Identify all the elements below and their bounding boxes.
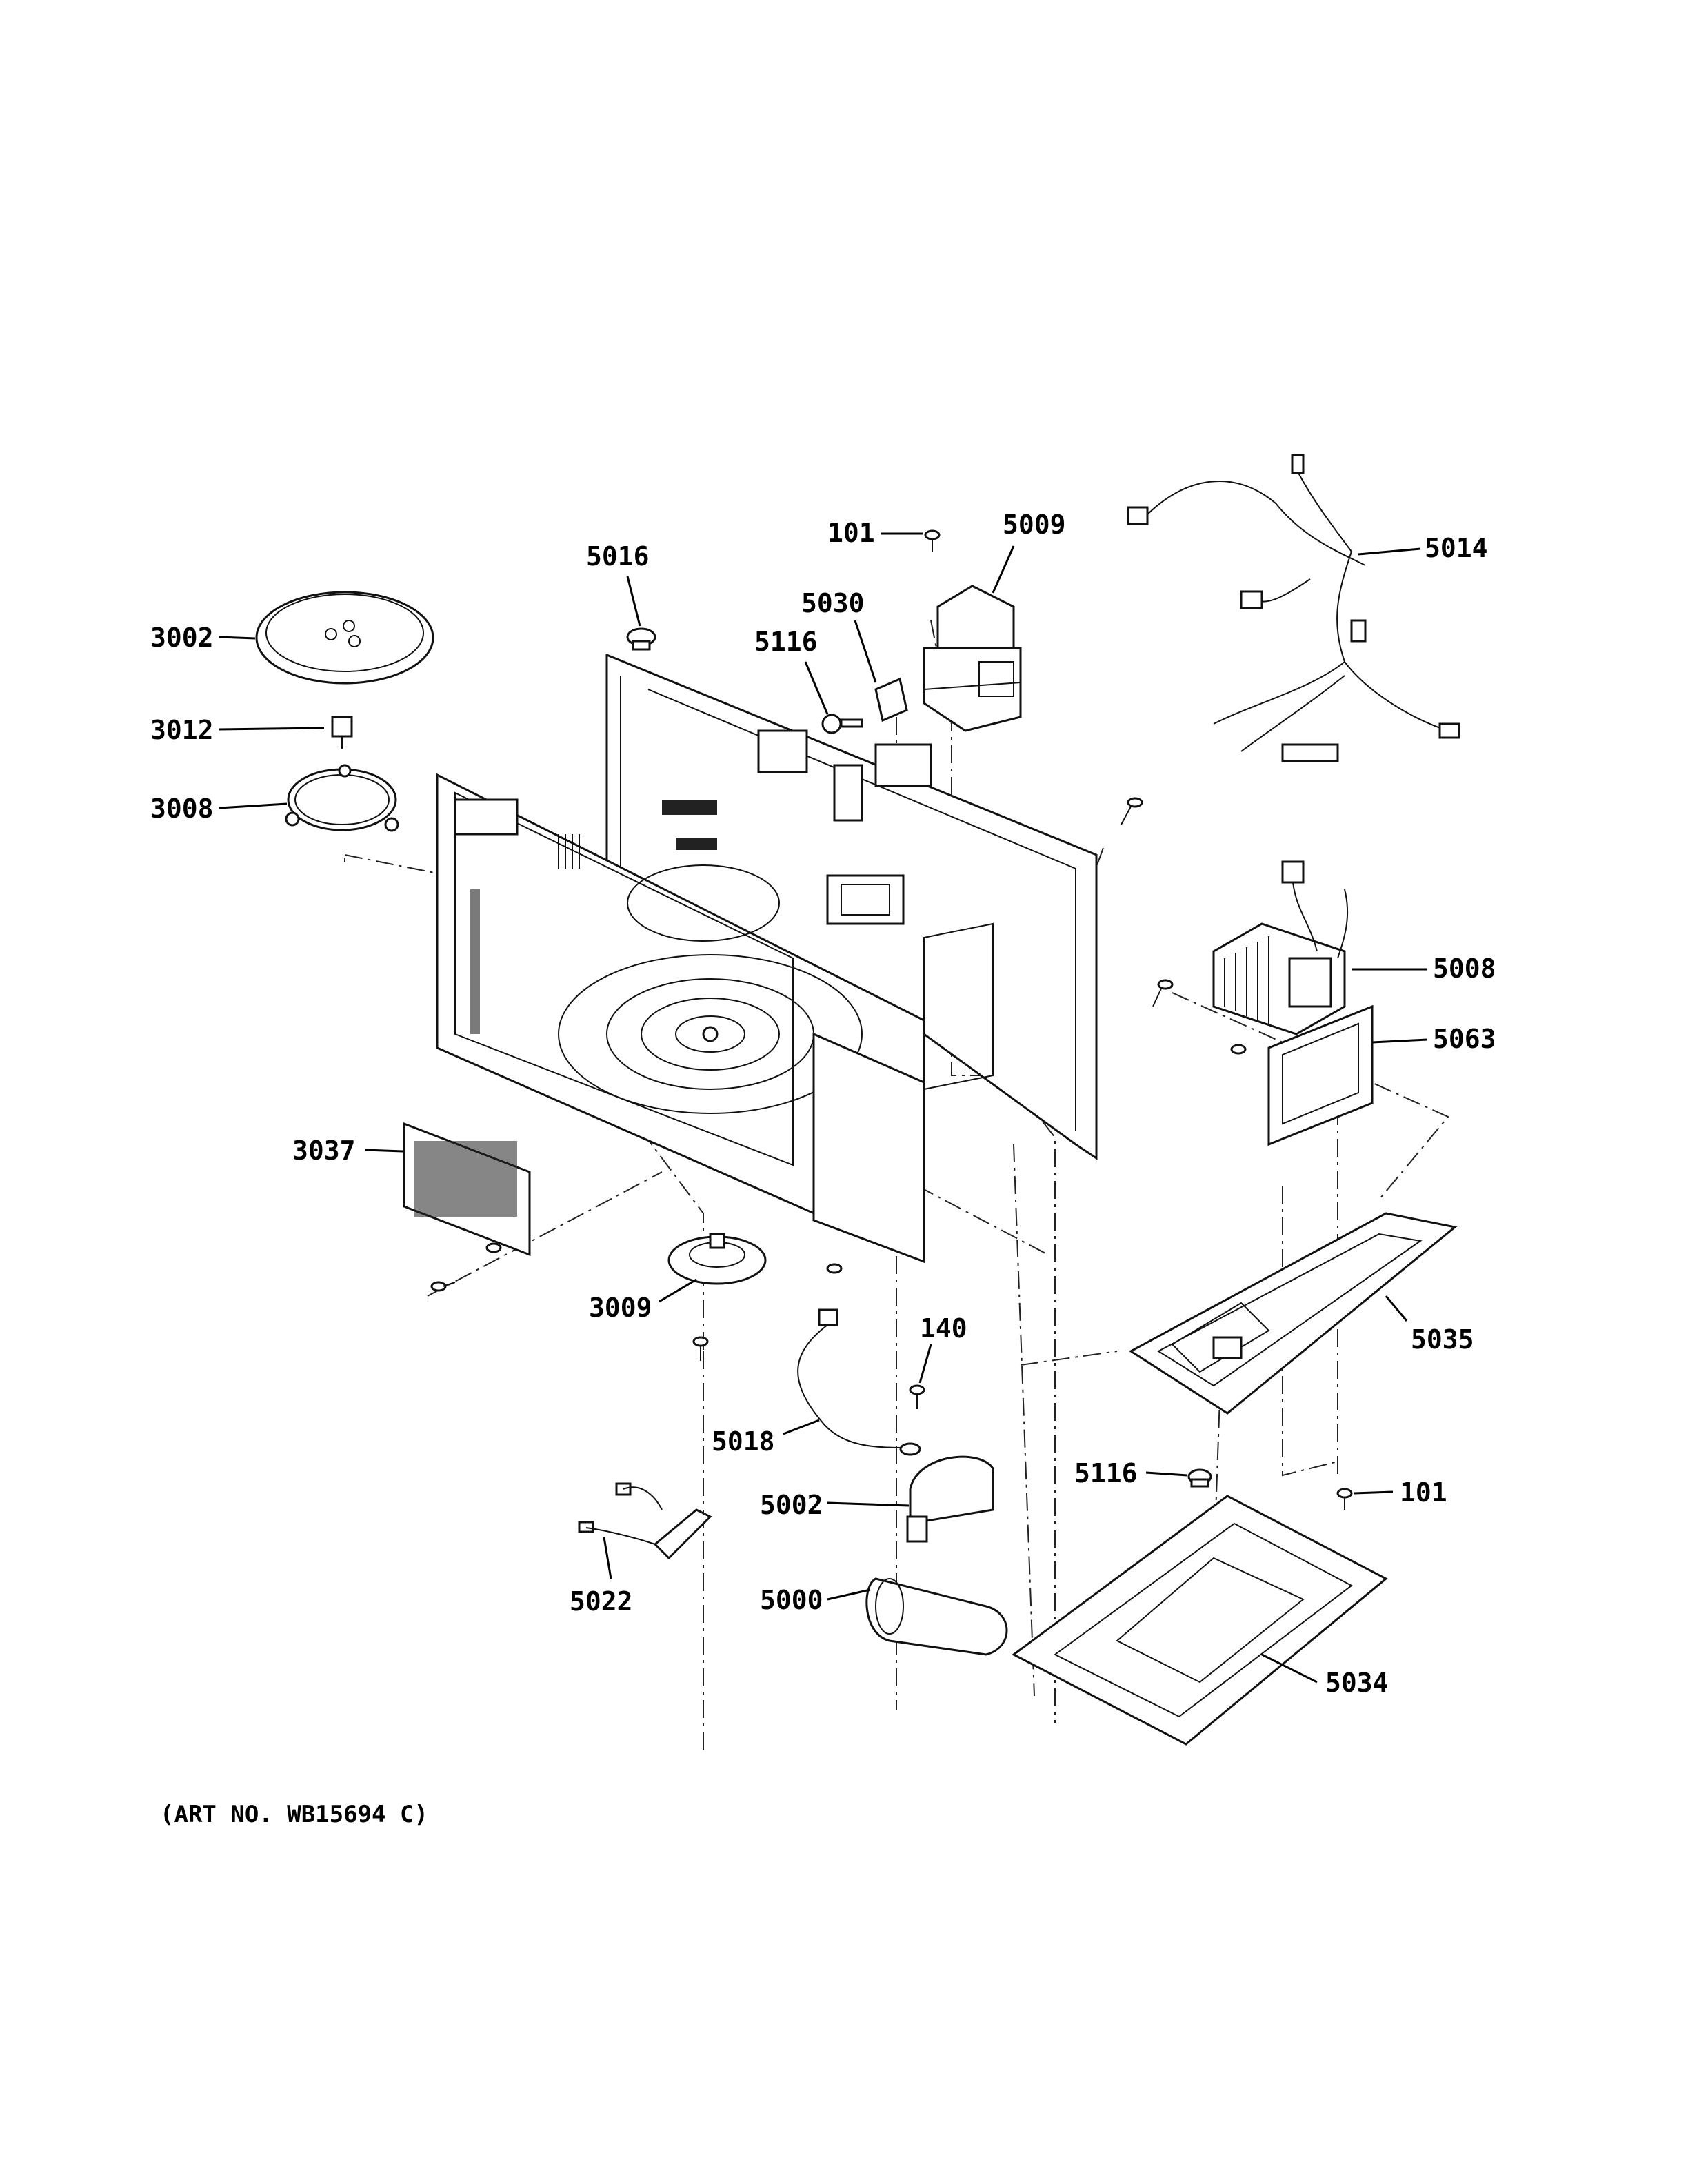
base-plate bbox=[1129, 1212, 1458, 1415]
high-voltage-transformer bbox=[1212, 860, 1349, 1035]
turntable-motor bbox=[667, 1233, 843, 1361]
leader-lines bbox=[219, 532, 1428, 1684]
callout-3012: 3012 bbox=[150, 715, 214, 745]
transformer-bracket bbox=[1230, 1004, 1374, 1146]
callout-5016: 5016 bbox=[586, 541, 650, 572]
high-voltage-capacitor bbox=[865, 1577, 1008, 1656]
vent-grille bbox=[403, 1122, 531, 1292]
callout-3037: 3037 bbox=[292, 1135, 356, 1166]
callout-5063: 5063 bbox=[1433, 1024, 1496, 1054]
callout-5116-bottom: 5116 bbox=[1074, 1458, 1138, 1488]
screw-bottom bbox=[1336, 1488, 1353, 1510]
oven-cavity-assembly bbox=[436, 653, 1098, 1264]
turntable-roller-ring bbox=[285, 764, 399, 832]
callout-5035: 5035 bbox=[1411, 1324, 1474, 1355]
callout-5014: 5014 bbox=[1425, 533, 1488, 563]
art-number-label: (ART NO. WB15694 C) bbox=[160, 1801, 428, 1828]
thermostat-magnetron bbox=[821, 714, 863, 734]
bracket bbox=[874, 677, 908, 722]
bottom-plate bbox=[1012, 1495, 1388, 1746]
callout-labels: 3002 3012 3008 5016 101 5009 5030 5116 5… bbox=[150, 509, 1496, 1698]
callout-101-top: 101 bbox=[827, 518, 875, 548]
callout-5116-top: 5116 bbox=[754, 627, 818, 657]
turntable-glass-tray bbox=[255, 591, 434, 685]
screw-top bbox=[924, 529, 941, 552]
callout-5009: 5009 bbox=[1003, 509, 1066, 540]
callout-3008: 3008 bbox=[150, 793, 214, 824]
thermostat-base bbox=[1187, 1468, 1212, 1488]
callout-5018: 5018 bbox=[712, 1426, 775, 1457]
screw-140 bbox=[909, 1384, 925, 1409]
high-voltage-diode bbox=[578, 1482, 712, 1560]
screw-right-top bbox=[1121, 797, 1143, 825]
turntable-coupler bbox=[331, 716, 353, 749]
thermostat-cavity bbox=[626, 627, 656, 651]
screw-right-mid bbox=[1152, 979, 1174, 1007]
capacitor-bracket bbox=[906, 1455, 994, 1543]
callout-5000: 5000 bbox=[760, 1585, 823, 1615]
callout-140: 140 bbox=[920, 1313, 967, 1344]
magnetron bbox=[923, 585, 1022, 732]
callout-5002: 5002 bbox=[760, 1490, 823, 1520]
callout-3002: 3002 bbox=[150, 623, 214, 653]
callout-101-bottom: 101 bbox=[1400, 1477, 1447, 1508]
callout-5034: 5034 bbox=[1325, 1668, 1389, 1698]
callout-5022: 5022 bbox=[570, 1586, 633, 1617]
callout-5030: 5030 bbox=[801, 588, 865, 618]
callout-3009: 3009 bbox=[589, 1293, 652, 1323]
callout-5008: 5008 bbox=[1433, 953, 1496, 984]
ground-wire-fuse bbox=[797, 1308, 921, 1456]
wire-harness bbox=[1127, 454, 1460, 762]
